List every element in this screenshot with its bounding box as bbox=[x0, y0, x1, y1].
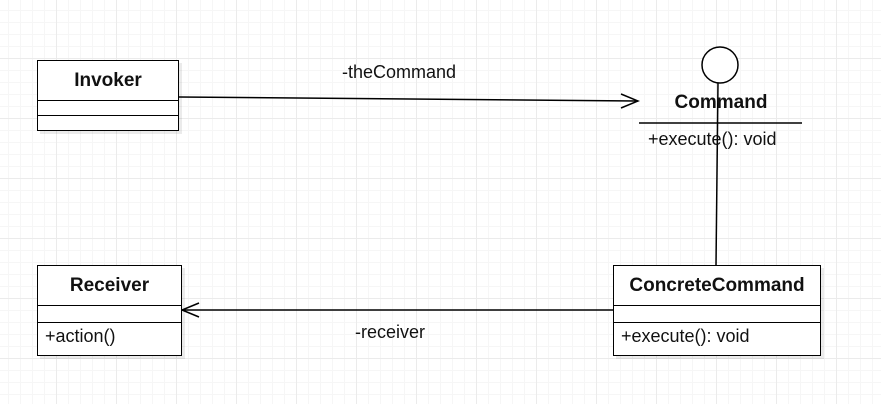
class-concrete-command[interactable]: ConcreteCommand +execute(): void bbox=[613, 265, 821, 356]
class-invoker[interactable]: Invoker bbox=[37, 60, 179, 131]
arrowhead-receiver bbox=[180, 302, 200, 318]
arrowhead-command bbox=[620, 93, 640, 109]
class-invoker-attributes bbox=[38, 101, 178, 116]
class-concrete-command-name: ConcreteCommand bbox=[614, 266, 820, 306]
class-receiver-name: Receiver bbox=[38, 266, 181, 306]
class-receiver-operation: +action() bbox=[45, 326, 116, 346]
class-receiver[interactable]: Receiver +action() bbox=[37, 265, 182, 356]
association-label-the-command: -theCommand bbox=[342, 62, 457, 82]
interface-command-operation: +execute(): void bbox=[648, 129, 777, 149]
class-receiver-attributes bbox=[38, 306, 181, 323]
realization-line bbox=[715, 81, 719, 266]
class-invoker-name: Invoker bbox=[38, 61, 178, 101]
class-concrete-command-operation: +execute(): void bbox=[621, 326, 750, 346]
interface-lollipop-icon bbox=[701, 46, 739, 84]
association-invoker-command bbox=[178, 96, 639, 102]
class-invoker-operations bbox=[38, 116, 178, 129]
interface-command-name[interactable]: Command bbox=[674, 92, 768, 113]
association-label-receiver: -receiver bbox=[355, 322, 426, 342]
class-concrete-command-attributes bbox=[614, 306, 820, 323]
